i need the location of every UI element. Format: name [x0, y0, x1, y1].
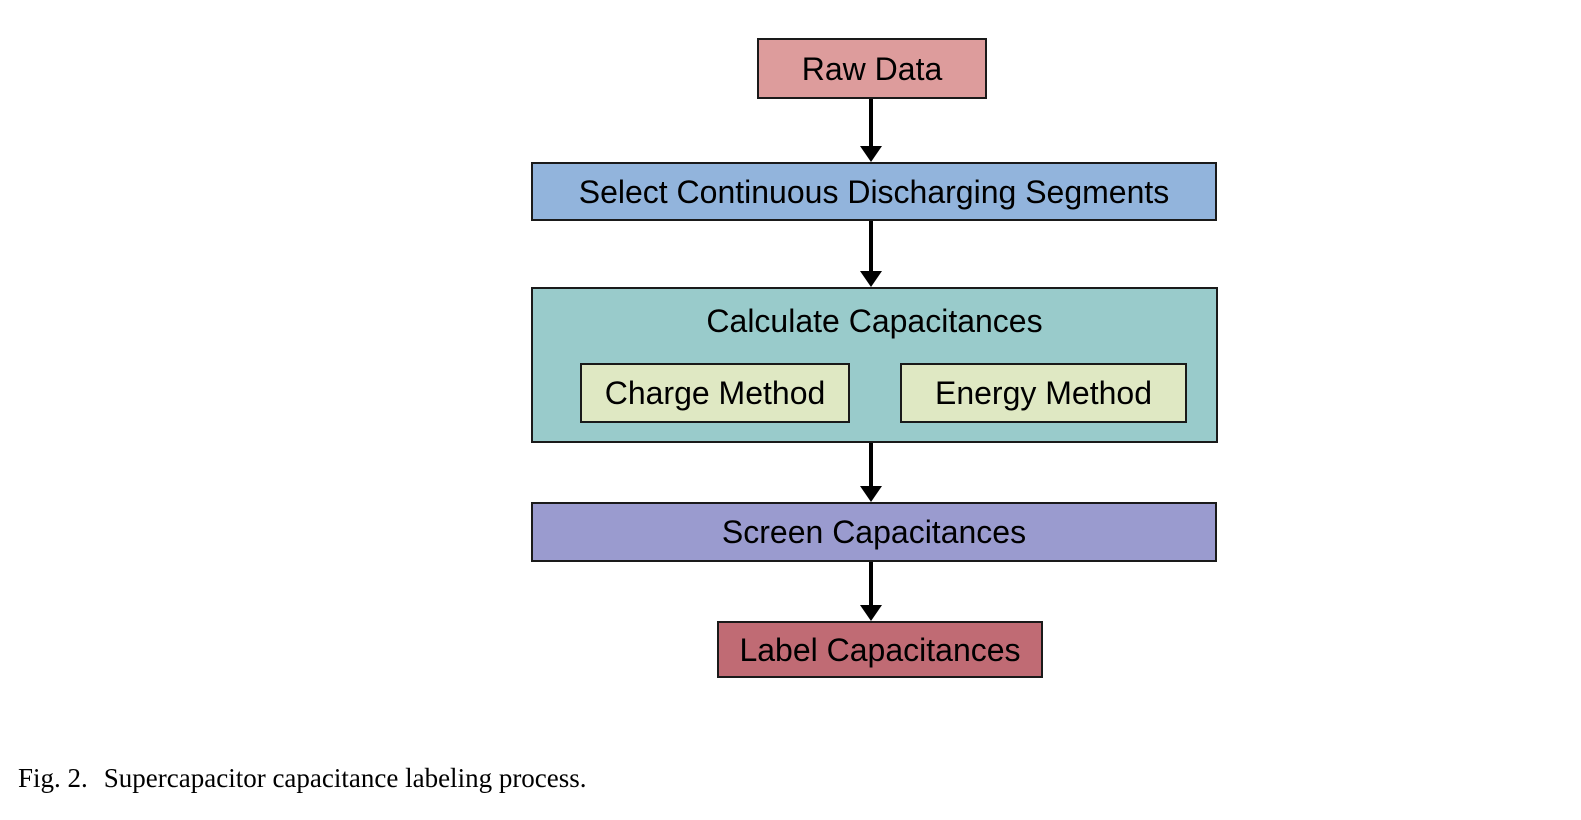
flowchart-node-label: Calculate Capacitances [706, 303, 1043, 339]
arrow-head-icon [860, 486, 882, 502]
flowchart-node-label: Select Continuous Discharging Segments [578, 173, 1170, 210]
flowchart-node-charge-method: Charge Method [580, 363, 850, 423]
arrow-stem [869, 562, 873, 607]
flowchart-node-label: Charge Method [604, 375, 826, 411]
flowchart-node-calculate-capacitances: Calculate Capacitances Charge Method Ene… [531, 287, 1218, 443]
arrow-head-icon [860, 146, 882, 162]
flowchart-node-select-segments: Select Continuous Discharging Segments [531, 162, 1217, 221]
flowchart-node-energy-method: Energy Method [900, 363, 1187, 423]
figure-caption-text: Supercapacitor capacitance labeling proc… [103, 763, 587, 793]
arrow-head-icon [860, 605, 882, 621]
flowchart-node-label: Energy Method [934, 375, 1152, 411]
figure-caption: Fig. 2. Supercapacitor capacitance labeli… [18, 763, 587, 794]
flowchart-node-label: Screen Capacitances [721, 514, 1027, 550]
flowchart-node-screen-capacitances: Screen Capacitances [531, 502, 1217, 562]
flowchart-node-raw-data: Raw Data [757, 38, 987, 99]
arrow-head-icon [860, 271, 882, 287]
flow-arrow-2 [859, 221, 883, 287]
flowchart-node-label: Raw Data [801, 50, 943, 87]
flowchart-node-label: Label Capacitances [739, 631, 1021, 668]
flowchart-node-label-capacitances: Label Capacitances [717, 621, 1043, 678]
arrow-stem [869, 221, 873, 273]
flow-arrow-4 [859, 562, 883, 621]
flow-arrow-1 [859, 99, 883, 162]
arrow-stem [869, 99, 873, 148]
flow-arrow-3 [859, 443, 883, 502]
figure-caption-number: Fig. 2. [18, 763, 88, 793]
arrow-stem [869, 443, 873, 488]
